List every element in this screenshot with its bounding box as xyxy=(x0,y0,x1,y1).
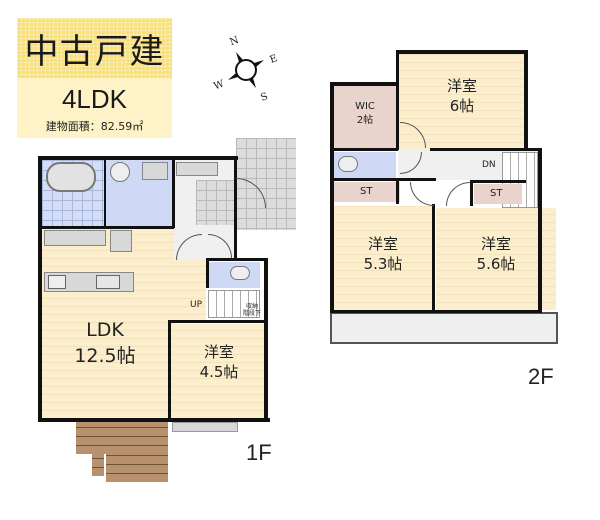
refrigerator xyxy=(110,230,132,252)
room-western-5-6-name: 洋室 xyxy=(480,235,511,253)
room-ldk-name: LDK xyxy=(86,319,124,341)
toilet-icon xyxy=(338,156,358,172)
step-slab xyxy=(172,422,238,432)
wall xyxy=(330,148,398,151)
wall xyxy=(264,258,268,422)
wall xyxy=(330,82,398,86)
wall xyxy=(538,148,542,312)
wall xyxy=(330,178,436,181)
wall xyxy=(330,310,542,313)
property-type: 中古戸建 xyxy=(24,31,165,72)
closet-st-2[interactable] xyxy=(474,184,522,204)
layout-badge: 4LDK 建物面積：82.59㎡ xyxy=(17,78,172,138)
room-western-5-3-label: 洋室 5.3帖 xyxy=(334,234,432,275)
wall xyxy=(524,50,528,150)
storage-label-2: 階段下 xyxy=(243,310,262,317)
room-wic[interactable] xyxy=(334,86,396,148)
washing-machine-icon xyxy=(142,162,168,180)
floor-tag-2f: 2F xyxy=(528,364,554,389)
wall xyxy=(396,50,528,54)
stairs-1f[interactable] xyxy=(208,290,260,318)
room-wic-size: 2帖 xyxy=(356,114,374,126)
closet-st-1[interactable] xyxy=(334,182,400,202)
room-ldk-size: 12.5帖 xyxy=(74,344,136,367)
room-western-4-5-name: 洋室 xyxy=(203,343,234,361)
room-western-4-5[interactable] xyxy=(172,324,268,418)
room-ldk-label: LDK 12.5帖 xyxy=(42,318,168,369)
stairs-up-label: UP xyxy=(190,300,203,310)
layout-type: 4LDK xyxy=(61,84,128,114)
compass-icon: N E S W xyxy=(206,30,286,110)
wall xyxy=(206,258,266,261)
room-western-4-5-label: 洋室 4.5帖 xyxy=(172,342,266,383)
washbasin-icon xyxy=(110,162,130,182)
room-western-5-6-size: 5.6帖 xyxy=(476,255,516,274)
room-western-5-3[interactable] xyxy=(334,206,432,310)
closet-st-2-label: ST xyxy=(490,188,503,199)
bathtub-icon xyxy=(46,162,96,192)
wall xyxy=(470,180,526,183)
wall xyxy=(330,82,334,312)
wall xyxy=(38,156,238,160)
room-western-4-5-size: 4.5帖 xyxy=(199,363,239,382)
room-western-5-6[interactable] xyxy=(436,208,556,310)
wall xyxy=(206,258,209,288)
floor-tag-1f: 1F xyxy=(246,440,272,465)
room-ldk-extension xyxy=(170,260,206,322)
sink-icon xyxy=(96,275,120,289)
stove-icon xyxy=(48,275,66,289)
wall xyxy=(38,418,270,422)
room-western-5-6-label: 洋室 5.6帖 xyxy=(436,234,556,275)
wall xyxy=(42,226,174,229)
shoe-cabinet xyxy=(176,162,218,176)
wall xyxy=(396,50,399,150)
wood-deck xyxy=(76,422,168,454)
wall xyxy=(38,156,42,422)
wall xyxy=(432,204,435,312)
toilet-icon xyxy=(230,266,250,280)
wall xyxy=(396,178,399,204)
balcony xyxy=(330,312,558,344)
property-type-badge: 中古戸建 xyxy=(17,18,172,78)
closet-st-1-label: ST xyxy=(360,186,373,197)
floor-plan-1f: UP 収納 階段下 LDK 12.5帖 洋室 4.5帖 1F xyxy=(38,138,296,482)
storage-label-1: 収納 xyxy=(246,303,259,310)
stairs-down-label: DN xyxy=(482,160,496,170)
room-western-5-3-size: 5.3帖 xyxy=(363,255,403,274)
wall xyxy=(430,148,542,151)
room-ldk[interactable] xyxy=(42,228,174,418)
door-swing[interactable] xyxy=(410,182,434,206)
room-wic-name: WIC xyxy=(355,101,375,112)
wood-deck-steps xyxy=(106,452,168,482)
kitchen-back-counter xyxy=(44,230,106,246)
room-wic-label: WIC 2帖 xyxy=(334,100,396,127)
genkan-tile xyxy=(196,180,236,225)
wall xyxy=(172,156,175,228)
wall xyxy=(104,160,106,226)
room-western-6-size: 6帖 xyxy=(449,97,475,116)
room-western-5-3-name: 洋室 xyxy=(367,235,398,253)
room-western-6-label: 洋室 6帖 xyxy=(399,76,525,117)
wood-deck-stair xyxy=(92,452,104,476)
wall xyxy=(168,320,171,420)
door-swing[interactable] xyxy=(446,182,470,206)
floor-area: 建物面積：82.59㎡ xyxy=(45,120,144,133)
room-western-6-name: 洋室 xyxy=(446,77,477,95)
wall xyxy=(234,156,237,260)
wall xyxy=(470,180,473,206)
wall xyxy=(168,320,268,323)
